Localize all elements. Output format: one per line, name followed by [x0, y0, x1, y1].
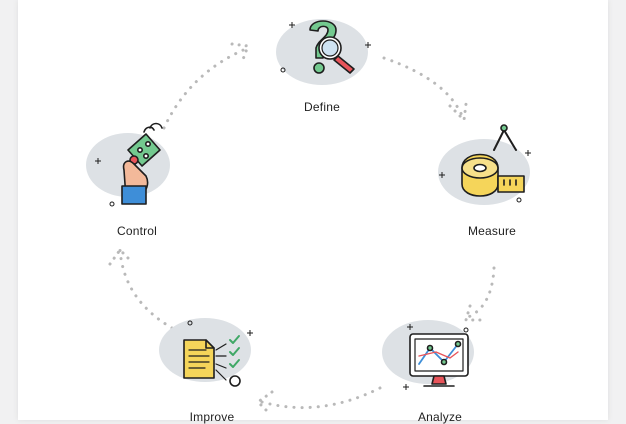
step-label-improve: Improve [189, 410, 235, 424]
sparkle-decorations [95, 22, 531, 390]
connector-measure-analyze [464, 266, 496, 320]
connector-define-measure [382, 56, 465, 120]
step-label-control: Control [116, 224, 158, 238]
monitor-chart-icon [409, 333, 469, 387]
hand-remote-icon [121, 122, 163, 205]
cycle-ring [118, 46, 496, 410]
arrow-to-control [108, 247, 134, 266]
arrow-to-improve [255, 390, 274, 416]
arrow-to-define [230, 42, 251, 64]
arrow-to-measure [448, 102, 468, 124]
step-label-measure: Measure [467, 224, 517, 238]
cycle-arrows [108, 42, 484, 416]
connector-improve-control [118, 248, 174, 330]
icon-backdrops [86, 19, 530, 384]
step-label-analyze: Analyze [417, 410, 463, 424]
checklist-document-icon [183, 335, 241, 387]
connector-control-define [162, 46, 250, 130]
tape-compass-icon [461, 124, 525, 197]
connector-analyze-improve [260, 386, 382, 410]
step-label-define: Define [304, 100, 340, 114]
arrow-to-analyze [464, 304, 484, 322]
magnifier-question-icon [309, 20, 355, 74]
